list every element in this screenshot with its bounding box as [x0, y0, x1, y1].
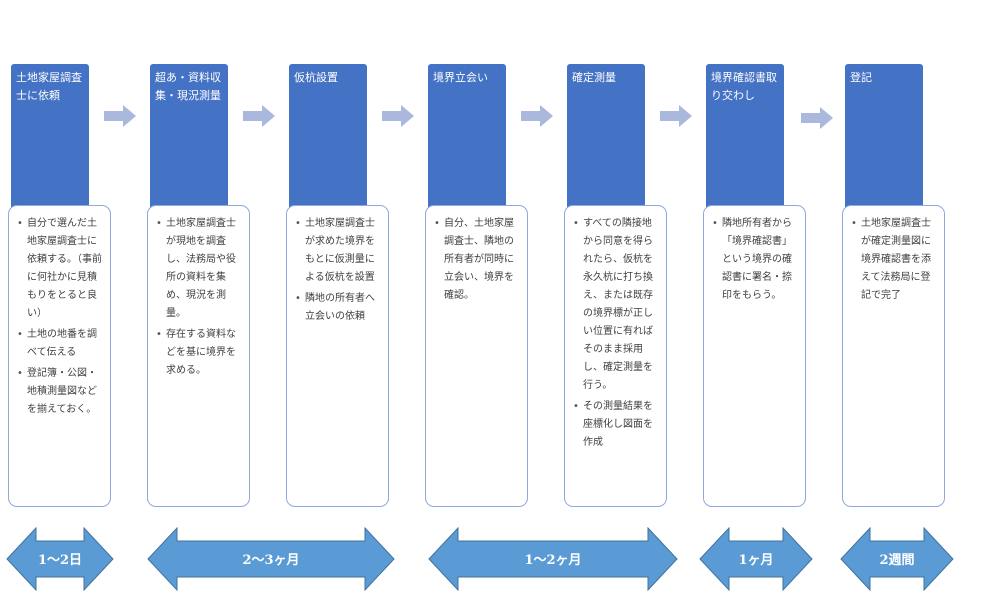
flow-arrow-icon — [243, 105, 275, 127]
step-detail-card: 土地家屋調査士が現地を調査し、法務局や役所の資料を集め、現況を測量。 存在する資… — [147, 205, 250, 507]
step-bullet: 土地家屋調査士が求めた境界をもとに仮測量による仮杭を設置 — [295, 215, 382, 287]
step-title: 境界確認書取り交わし — [711, 71, 777, 102]
step-bullet: 隣地所有者から「境界確認書」という境界の確認書に署名・捺印をもらう。 — [712, 215, 799, 305]
duration-arrow: 1～2日 — [6, 527, 114, 591]
duration-arrow: 1～2ヶ月 — [428, 527, 678, 591]
double-arrow-icon — [428, 527, 678, 591]
duration-label: 1～2日 — [37, 553, 83, 568]
double-arrow-icon — [840, 527, 954, 591]
flow-arrow-icon — [382, 105, 414, 127]
step-detail-card: 自分で選んだ土地家屋調査士に依頼する。（事前に何社かに見積もりをとると良い） 土… — [8, 205, 111, 507]
duration-label: 2～3ヶ月 — [242, 553, 300, 568]
duration-arrow: 2～3ヶ月 — [147, 527, 395, 591]
step-title: 登記 — [850, 71, 872, 84]
step-title: 確定測量 — [572, 71, 616, 84]
duration-arrow: 1ヶ月 — [699, 527, 813, 591]
step-detail-card: 隣地所有者から「境界確認書」という境界の確認書に署名・捺印をもらう。 — [703, 205, 806, 507]
step-detail-card: 土地家屋調査士が確定測量図に境界確認書を添えて法務局に登記で完了 — [842, 205, 945, 507]
step-bullet: 登記簿・公図・地積測量図などを揃えておく。 — [17, 365, 104, 419]
double-arrow-icon — [699, 527, 813, 591]
step-bullet: 土地家屋調査士が確定測量図に境界確認書を添えて法務局に登記で完了 — [851, 215, 938, 305]
flow-arrow-icon — [660, 105, 692, 127]
step-detail-card: 土地家屋調査士が求めた境界をもとに仮測量による仮杭を設置 隣地の所有者へ立会いの… — [286, 205, 389, 507]
step-bullet: 存在する資料などを基に境界を求める。 — [156, 326, 243, 380]
step-detail-card: 自分、土地家屋調査士、隣地の所有者が同時に立会い、境界を確認。 — [425, 205, 528, 507]
double-arrow-icon — [147, 527, 395, 591]
step-bullet: すべての隣接地から同意を得られたら、仮杭を永久杭に打ち換え、または既存の境界標が… — [573, 215, 660, 395]
step-title: 仮杭設置 — [294, 71, 338, 84]
step-title: 土地家屋調査士に依頼 — [16, 71, 82, 102]
step-bullet: その測量結果を座標化し図面を作成 — [573, 398, 660, 452]
step-bullet: 隣地の所有者へ立会いの依頼 — [295, 290, 382, 326]
duration-label: 1～2ヶ月 — [524, 553, 582, 568]
flow-arrow-icon — [801, 107, 833, 129]
double-arrow-icon — [6, 527, 114, 591]
step-bullet: 自分、土地家屋調査士、隣地の所有者が同時に立会い、境界を確認。 — [434, 215, 521, 305]
step-bullet: 土地家屋調査士が現地を調査し、法務局や役所の資料を集め、現況を測量。 — [156, 215, 243, 323]
flow-arrow-icon — [104, 105, 136, 127]
step-detail-card: すべての隣接地から同意を得られたら、仮杭を永久杭に打ち換え、または既存の境界標が… — [564, 205, 667, 507]
step-title: 境界立会い — [433, 71, 488, 84]
step-bullet: 土地の地番を調べて伝える — [17, 326, 104, 362]
duration-arrow: 2週間 — [840, 527, 954, 591]
duration-label: 2週間 — [879, 553, 915, 568]
step-bullet: 自分で選んだ土地家屋調査士に依頼する。（事前に何社かに見積もりをとると良い） — [17, 215, 104, 323]
step-title: 超あ・資料収集・現況測量 — [155, 71, 221, 102]
flow-arrow-icon — [521, 105, 553, 127]
duration-label: 1ヶ月 — [738, 553, 774, 568]
